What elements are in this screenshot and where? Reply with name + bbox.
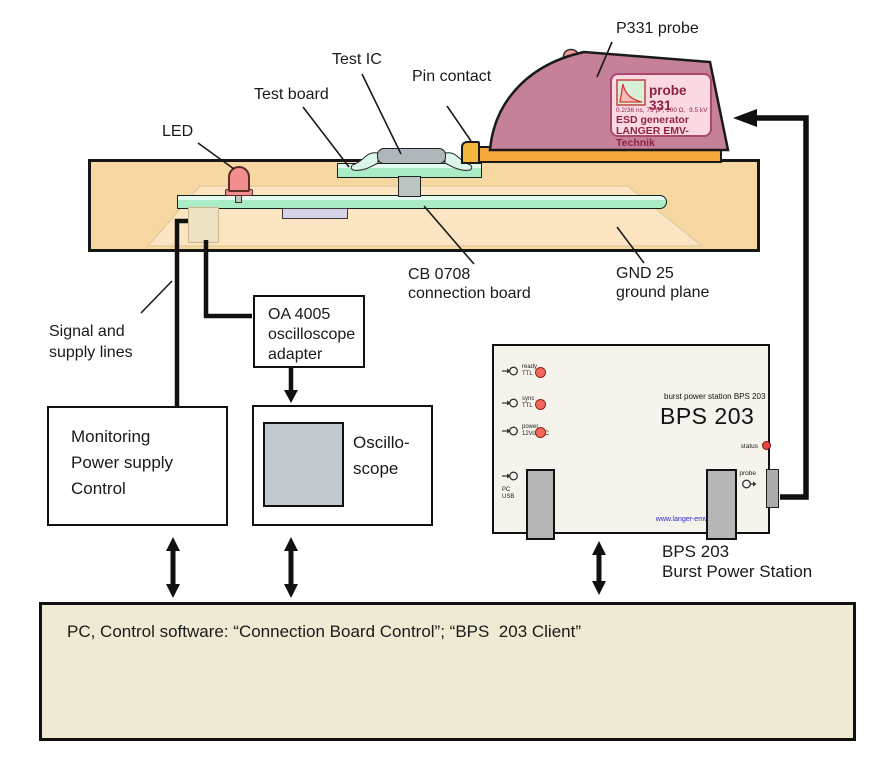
connector-out-icon: [742, 479, 757, 489]
probe-waveform-icon: [616, 79, 646, 106]
p331-leader-line: [596, 41, 613, 78]
test-board-socket: [398, 176, 421, 197]
adapter-to-scope-arrow: [284, 364, 298, 403]
connection-board: [177, 195, 667, 209]
label-pin-contact: Pin contact: [412, 68, 492, 85]
bps-led-power: [535, 427, 546, 438]
connector-in-icon: [502, 471, 518, 481]
board-component: [282, 208, 348, 219]
wire-connector-block: [188, 207, 219, 243]
probe-label-plate: probe 331 0.2/36 ns, 75 pF, 100 Ω, 9.5 k…: [610, 73, 712, 149]
signal-leader-line: [140, 280, 173, 314]
label-p331-probe: P331 probe: [616, 20, 699, 37]
bps-foot-left: [526, 469, 555, 540]
probe-cable-arrowhead: [733, 109, 757, 127]
label-led: LED: [162, 123, 194, 140]
probe-top-button: [562, 48, 580, 64]
double-arrow-bps-pc: [592, 541, 606, 595]
bps-probe-connector: [766, 469, 779, 508]
bps-status-led: [762, 441, 771, 450]
probe-plate-title: probe 331: [649, 83, 687, 113]
test-ic-leader-line: [361, 73, 402, 155]
bps-title: BPS 203: [660, 403, 755, 429]
bps-status-label: status: [740, 443, 758, 450]
bps-probe-port-label: probe: [739, 470, 756, 477]
test-board-leader-line: [302, 106, 350, 168]
bps-led-sync: [535, 399, 546, 410]
pin-contact-piece: [461, 141, 480, 164]
bps-foot-right: [706, 469, 737, 540]
probe-plate-type: ESD generator: [616, 114, 689, 126]
connector-in-icon: [502, 426, 518, 436]
pin-contact-leader-line: [446, 105, 472, 142]
connector-in-icon: [502, 398, 518, 408]
oscilloscope-label: Oscillo-scope: [353, 433, 410, 478]
connector-in-icon: [502, 366, 518, 376]
led: [228, 166, 250, 192]
oscilloscope-screen: [263, 422, 344, 507]
double-arrow-monitoring-pc: [166, 537, 180, 598]
probe-plate-specs: 0.2/36 ns, 75 pF, 100 Ω, 9.5 kV: [616, 107, 708, 114]
label-test-board: Test board: [254, 86, 329, 103]
double-arrow-scope-pc: [284, 537, 298, 598]
test-ic-chip: [377, 148, 446, 164]
bps-led-ready: [535, 367, 546, 378]
bps-website: www.langer-emv.com: [655, 516, 723, 523]
probe-plate-brand: LANGER EMV-Technik: [616, 125, 689, 149]
oscilloscope-box: Oscillo-scope: [252, 405, 433, 526]
bps-subtitle: burst power station BPS 203: [664, 392, 766, 401]
pc-box: PC, Control software: “Connection Board …: [39, 602, 856, 741]
pc-label: PC, Control software: “Connection Board …: [67, 622, 582, 641]
label-test-ic: Test IC: [332, 51, 382, 68]
